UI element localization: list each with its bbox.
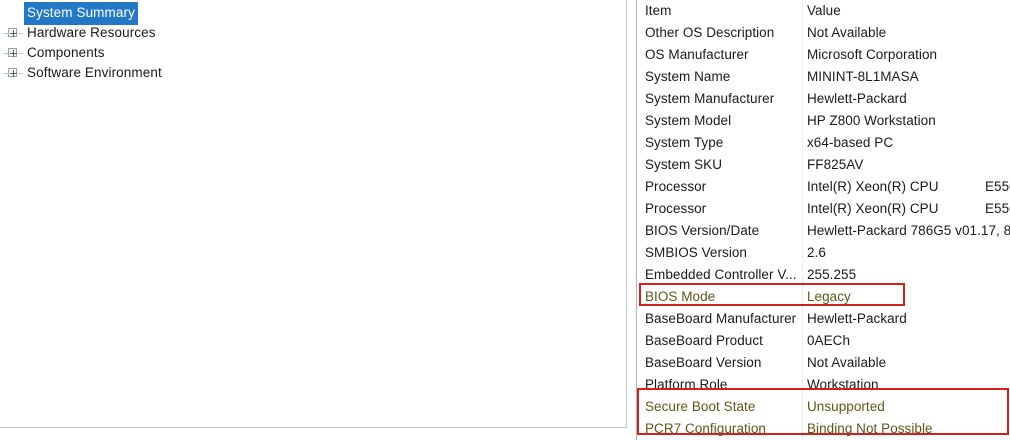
- detail-row-item: System Manufacturer: [645, 91, 775, 106]
- detail-row-value: MININT-8L1MASA: [807, 69, 919, 84]
- detail-row[interactable]: BIOS Mode Legacy: [637, 286, 1010, 308]
- tree-item-label: System Summary: [24, 1, 138, 25]
- tree-node-list: System Summary Hardware Resources Compon…: [0, 0, 626, 83]
- plus-box-icon[interactable]: [4, 67, 23, 79]
- column-header-value: Value: [807, 3, 841, 18]
- detail-row-value-extra: E5506: [985, 179, 1010, 194]
- detail-row[interactable]: System Name MININT-8L1MASA: [637, 66, 1010, 88]
- detail-row-item: Processor: [645, 179, 707, 194]
- detail-row-value: Hewlett-Packard: [807, 311, 907, 326]
- detail-row[interactable]: System SKU FF825AV: [637, 154, 1010, 176]
- tree-item-hardware-resources[interactable]: Hardware Resources: [2, 23, 626, 43]
- detail-row[interactable]: BIOS Version/Date Hewlett-Packard 786G5 v…: [637, 220, 1010, 242]
- detail-row[interactable]: Secure Boot State Unsupported: [637, 396, 1010, 418]
- detail-row-value: Hewlett-Packard: [807, 91, 907, 106]
- detail-row[interactable]: Other OS Description Not Available: [637, 22, 1010, 44]
- detail-row-value: Not Available: [807, 355, 887, 370]
- detail-row[interactable]: Processor Intel(R) Xeon(R) CPUE5506: [637, 176, 1010, 198]
- detail-row-value: Microsoft Corporation: [807, 47, 938, 62]
- tree-panel-bottom-gutter: [0, 429, 628, 440]
- detail-row-item: System Model: [645, 113, 732, 128]
- detail-row-value: 0AECh: [807, 333, 851, 348]
- panel-splitter[interactable]: [628, 0, 637, 440]
- detail-row-value: HP Z800 Workstation: [807, 113, 936, 128]
- detail-row-value: Intel(R) Xeon(R) CPUE5506: [807, 176, 1010, 198]
- detail-row[interactable]: Platform Role Workstation: [637, 374, 1010, 396]
- detail-row-item: System SKU: [645, 157, 723, 172]
- detail-row[interactable]: BaseBoard Manufacturer Hewlett-Packard: [637, 308, 1010, 330]
- detail-row[interactable]: BaseBoard Version Not Available: [637, 352, 1010, 374]
- detail-row[interactable]: Processor Intel(R) Xeon(R) CPUE5506: [637, 198, 1010, 220]
- tree-item-components[interactable]: Components: [2, 43, 626, 63]
- detail-row[interactable]: SMBIOS Version 2.6: [637, 242, 1010, 264]
- tree-item-label: Components: [27, 44, 105, 60]
- detail-row-item: Secure Boot State: [645, 399, 756, 414]
- detail-row-value: Hewlett-Packard 786G5 v01.17, 8/: [807, 223, 1010, 238]
- detail-row[interactable]: System Manufacturer Hewlett-Packard: [637, 88, 1010, 110]
- detail-row-value: Workstation: [807, 377, 879, 392]
- detail-row-value: 255.255: [807, 267, 857, 282]
- plus-box-icon[interactable]: [4, 47, 23, 59]
- detail-row-item: BIOS Mode: [645, 289, 716, 304]
- detail-row[interactable]: System Type x64-based PC: [637, 132, 1010, 154]
- detail-row-item: Platform Role: [645, 377, 728, 392]
- detail-row-value: Not Available: [807, 25, 887, 40]
- tree-item-label: Hardware Resources: [27, 24, 156, 40]
- tree-item-system-summary[interactable]: System Summary: [2, 1, 626, 25]
- detail-row-value: FF825AV: [807, 157, 864, 172]
- column-divider: [802, 0, 803, 440]
- detail-row[interactable]: PCR7 Configuration Binding Not Possible: [637, 418, 1010, 440]
- column-header-item: Item: [645, 3, 672, 18]
- detail-row-item: PCR7 Configuration: [645, 421, 766, 436]
- detail-row-item: OS Manufacturer: [645, 47, 749, 62]
- detail-row-item: BIOS Version/Date: [645, 223, 760, 238]
- detail-row-value-extra: E5506: [985, 201, 1010, 216]
- detail-row-value: Legacy: [807, 289, 851, 304]
- detail-row-item: BaseBoard Version: [645, 355, 762, 370]
- navigation-tree-panel[interactable]: System Summary Hardware Resources Compon…: [0, 0, 627, 428]
- detail-row-item: SMBIOS Version: [645, 245, 747, 260]
- tree-item-software-environment[interactable]: Software Environment: [2, 63, 626, 83]
- detail-row-item: BaseBoard Product: [645, 333, 763, 348]
- detail-row-item: Other OS Description: [645, 25, 775, 40]
- detail-row-item: Embedded Controller V...: [645, 267, 797, 282]
- detail-row[interactable]: System Model HP Z800 Workstation: [637, 110, 1010, 132]
- tree-item-label: Software Environment: [27, 64, 162, 80]
- detail-row-value: Unsupported: [807, 399, 885, 414]
- detail-row-value: Intel(R) Xeon(R) CPUE5506: [807, 198, 1010, 220]
- plus-box-icon[interactable]: [4, 27, 23, 39]
- detail-row[interactable]: OS Manufacturer Microsoft Corporation: [637, 44, 1010, 66]
- detail-header-row[interactable]: Item Value: [637, 0, 1010, 22]
- detail-row-item: Processor: [645, 201, 707, 216]
- detail-row[interactable]: BaseBoard Product 0AECh: [637, 330, 1010, 352]
- detail-row-value: x64-based PC: [807, 135, 894, 150]
- detail-row-value: 2.6: [807, 245, 826, 260]
- detail-row-item: System Type: [645, 135, 724, 150]
- detail-row-item: System Name: [645, 69, 731, 84]
- detail-row-value: Binding Not Possible: [807, 421, 933, 436]
- detail-row-item: BaseBoard Manufacturer: [645, 311, 797, 326]
- detail-row[interactable]: Embedded Controller V... 255.255: [637, 264, 1010, 286]
